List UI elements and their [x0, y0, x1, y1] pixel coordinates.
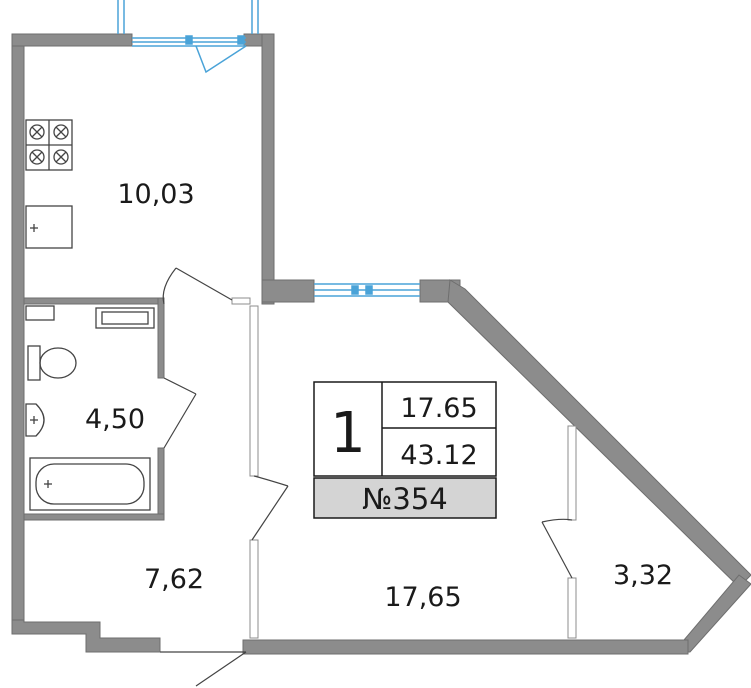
stove-icon	[25, 119, 73, 171]
sink-icon	[25, 205, 73, 249]
washbasin-icon	[25, 403, 45, 437]
bathtub-icon	[29, 457, 151, 511]
door-kitchen	[162, 267, 233, 305]
living-area-value: 17.65	[400, 393, 477, 424]
room-area-loggia: 3,32	[613, 560, 673, 591]
radiator-icon	[95, 307, 155, 329]
wall-bottom	[242, 639, 689, 655]
room-labels: 10,03 4,50 7,62 17,65 3,32	[85, 179, 673, 613]
window-living	[314, 283, 420, 297]
walls	[11, 33, 751, 655]
washing-machine-icon	[25, 305, 55, 321]
total-area-value: 43.12	[400, 440, 477, 471]
door-loggia	[541, 518, 573, 579]
window-kitchen	[117, 0, 259, 74]
rooms-count: 1	[330, 401, 366, 466]
room-area-hall: 7,62	[144, 564, 204, 595]
summary-frame	[313, 381, 497, 477]
wall-kitchen-right	[261, 33, 275, 305]
room-area-kitchen: 10,03	[117, 179, 194, 210]
toilet-icon	[27, 345, 77, 381]
wall-bottom-left	[11, 619, 161, 653]
doors	[160, 267, 573, 687]
door-entrance	[160, 651, 247, 687]
partition-loggia-lower	[567, 577, 577, 639]
apartment-number-band	[313, 477, 497, 519]
room-area-bathroom: 4,50	[85, 404, 145, 435]
room-area-living: 17,65	[384, 582, 461, 613]
door-bathroom	[163, 377, 197, 449]
partition-hall-living-upper	[249, 305, 259, 477]
wall-living-top-left	[261, 279, 315, 303]
wall-left	[11, 43, 25, 635]
partition-hall-living-lower	[249, 539, 259, 639]
partition-loggia-upper	[567, 425, 577, 521]
partition-kitchen-bottom	[231, 297, 251, 305]
wall-bath-bottom	[23, 513, 165, 521]
summary-box: 1 17.65 43.12 №354	[313, 381, 497, 519]
apartment-number: №354	[362, 482, 448, 516]
wall-bath-top	[23, 297, 165, 305]
windows	[117, 0, 420, 297]
wall-bath-right	[157, 297, 165, 379]
door-living	[251, 475, 289, 541]
wall-bath-right-lower	[157, 447, 165, 521]
fixtures	[25, 119, 155, 511]
wall-top-left	[11, 33, 133, 47]
